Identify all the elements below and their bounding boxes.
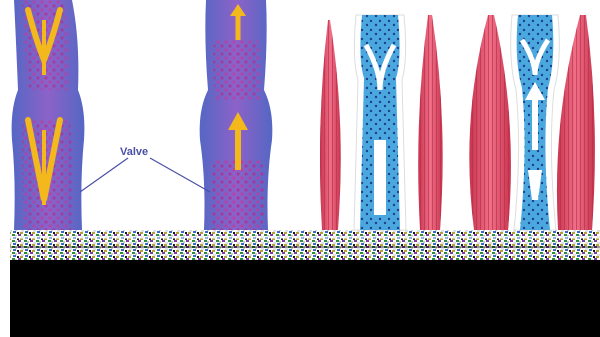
- valve-callout-lines: [80, 158, 210, 192]
- vein-panel-2: [200, 0, 273, 230]
- noise-band: [10, 230, 600, 260]
- vein-panel-1: [12, 0, 85, 230]
- muscle-panel-relaxed: [320, 15, 443, 230]
- black-block: [10, 260, 600, 337]
- muscle-panel-contracted: [469, 15, 595, 230]
- valve-label: Valve: [120, 146, 148, 158]
